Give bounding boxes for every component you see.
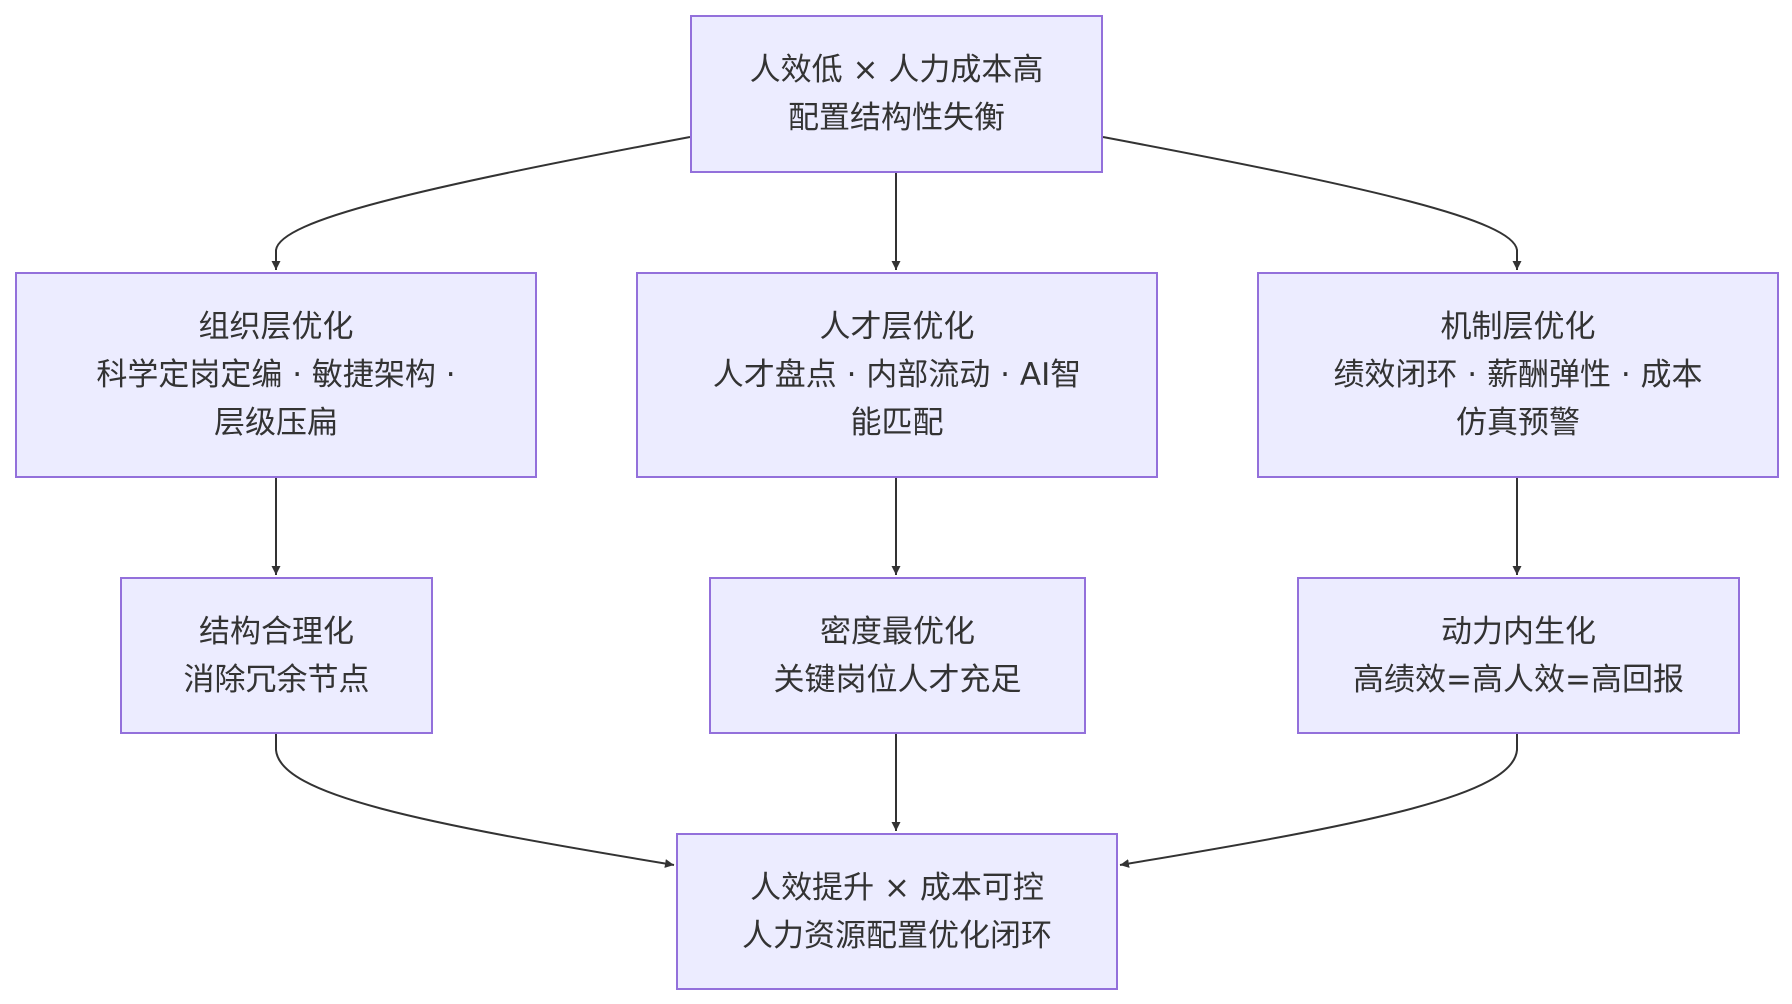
node-org-optimization-label: 组织层优化 科学定岗定编 · 敏捷架构 · 层级压扁 <box>96 303 455 447</box>
node-structure-rationalization-label: 结构合理化 消除冗余节点 <box>184 608 370 704</box>
node-text-line: 高绩效=高人效=高回报 <box>1353 661 1684 698</box>
node-structure-rationalization: 结构合理化 消除冗余节点 <box>120 577 433 734</box>
node-text-line: 配置结构性失衡 <box>788 100 1005 136</box>
node-density-optimization-label: 密度最优化 关键岗位人才充足 <box>774 608 1022 704</box>
node-problem-label: 人效低 × 人力成本高 配置结构性失衡 <box>750 46 1044 142</box>
edge-group <box>271 136 1522 868</box>
node-text-line: 人效低 × 人力成本高 <box>749 52 1044 88</box>
node-mechanism-optimization: 机制层优化 绩效闭环 · 薪酬弹性 · 成本 仿真预警 <box>1257 272 1779 478</box>
node-text-line: 人才盘点 · 内部流动 · AI智 <box>712 357 1082 393</box>
node-problem: 人效低 × 人力成本高 配置结构性失衡 <box>690 15 1103 173</box>
node-text-line: 消除冗余节点 <box>183 661 370 698</box>
node-text-line: 结构合理化 <box>199 613 354 650</box>
node-outcome-label: 人效提升 × 成本可控 人力资源配置优化闭环 <box>742 864 1052 960</box>
node-mechanism-optimization-label: 机制层优化 绩效闭环 · 薪酬弹性 · 成本 仿真预警 <box>1333 303 1702 447</box>
node-text-line: 层级压扁 <box>214 405 338 441</box>
edge-top-to-org <box>271 136 691 270</box>
edge-drive-to-bottom <box>1119 734 1518 868</box>
edge-top-to-mech <box>1102 136 1522 270</box>
node-motivation-internalization: 动力内生化 高绩效=高人效=高回报 <box>1297 577 1740 734</box>
node-text-line: 能匹配 <box>850 405 944 441</box>
node-text-line: 仿真预警 <box>1456 405 1580 441</box>
node-density-optimization: 密度最优化 关键岗位人才充足 <box>709 577 1086 734</box>
node-text-line: 密度最优化 <box>820 613 975 650</box>
node-text-line: 机制层优化 <box>1440 309 1596 345</box>
node-text-line: 绩效闭环 · 薪酬弹性 · 成本 <box>1333 357 1703 393</box>
node-talent-optimization: 人才层优化 人才盘点 · 内部流动 · AI智 能匹配 <box>636 272 1158 478</box>
node-motivation-internalization-label: 动力内生化 高绩效=高人效=高回报 <box>1353 608 1684 704</box>
edge-struct-to-bottom <box>275 734 675 868</box>
node-text-line: 人效提升 × 成本可控 <box>750 869 1044 906</box>
node-text-line: 科学定岗定编 · 敏捷架构 · <box>96 357 456 393</box>
node-text-line: 关键岗位人才充足 <box>773 661 1022 698</box>
node-text-line: 组织层优化 <box>198 309 354 345</box>
node-text-line: 人力资源配置优化闭环 <box>742 917 1052 954</box>
node-outcome: 人效提升 × 成本可控 人力资源配置优化闭环 <box>676 833 1118 990</box>
node-text-line: 动力内生化 <box>1440 613 1596 650</box>
node-text-line: 人才层优化 <box>819 309 975 345</box>
node-org-optimization: 组织层优化 科学定岗定编 · 敏捷架构 · 层级压扁 <box>15 272 537 478</box>
node-talent-optimization-label: 人才层优化 人才盘点 · 内部流动 · AI智 能匹配 <box>713 303 1081 447</box>
